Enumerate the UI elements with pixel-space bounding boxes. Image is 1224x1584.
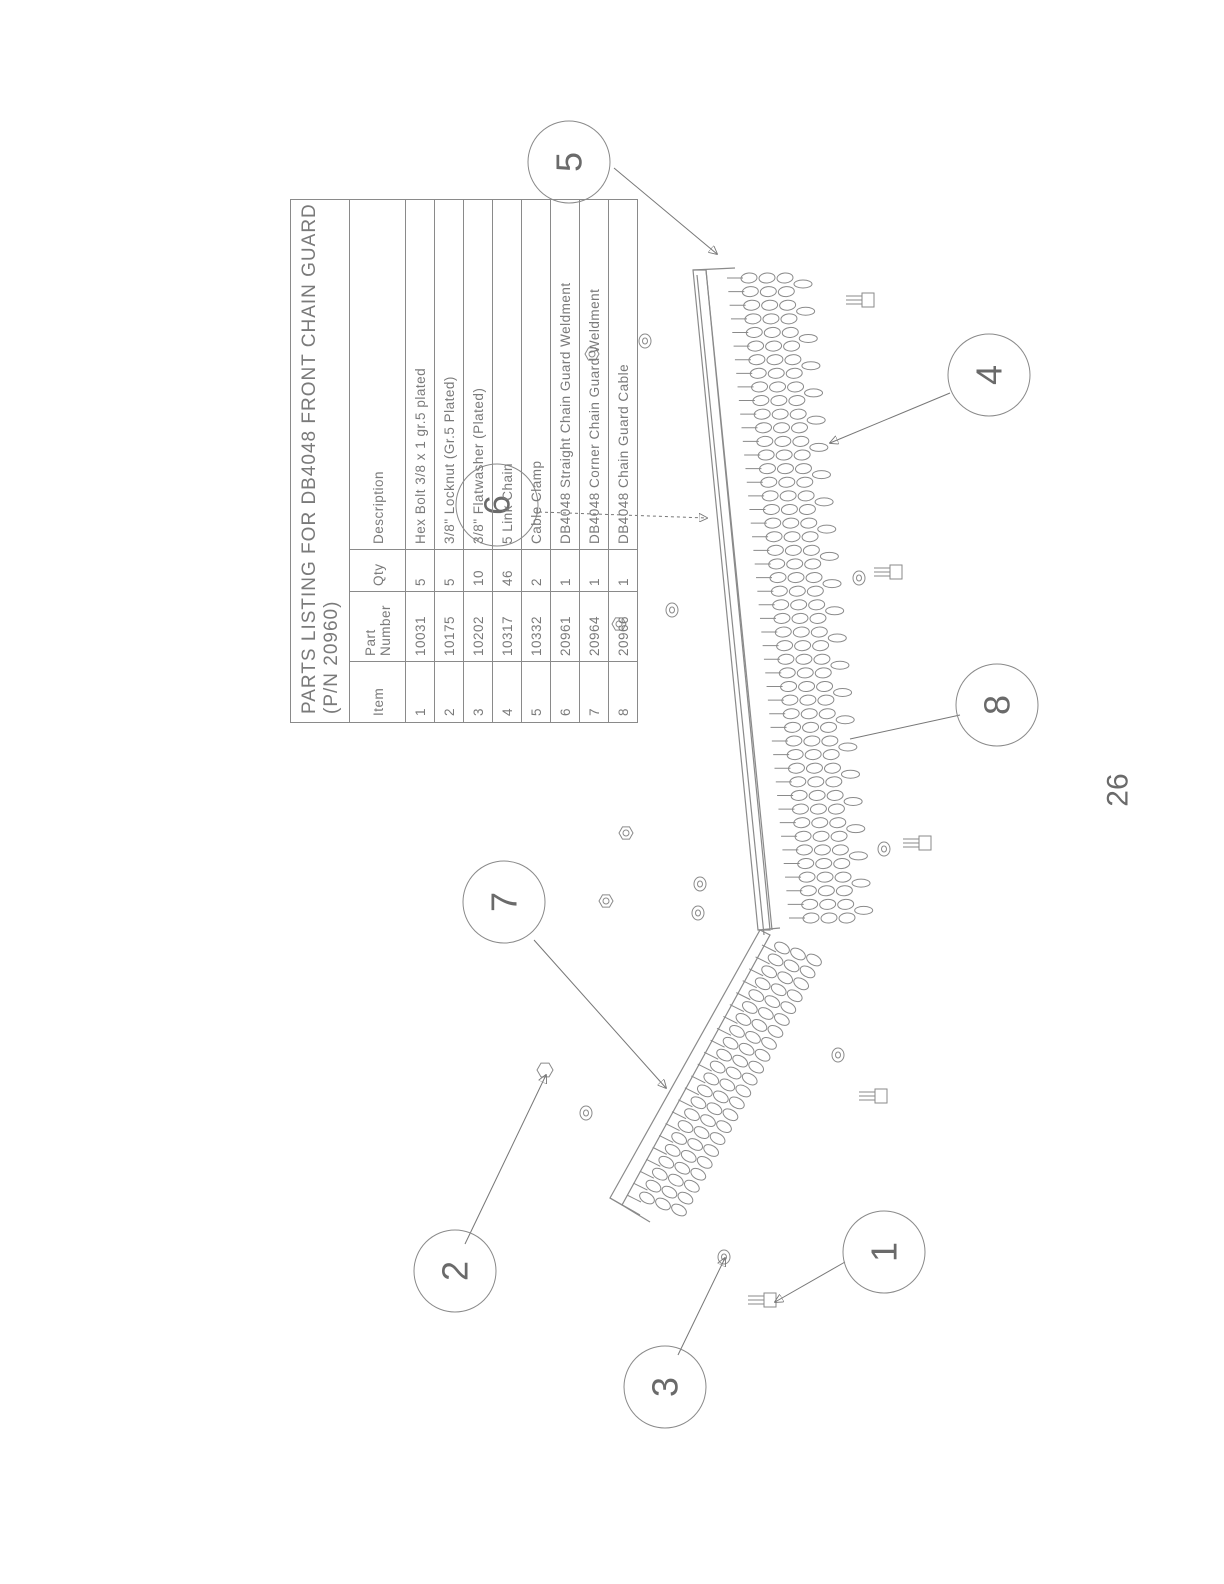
svg-text:4: 4 [969,365,1010,385]
svg-text:6: 6 [477,495,518,515]
svg-text:3: 3 [645,1377,686,1397]
svg-text:7: 7 [484,892,525,912]
callout-3: 3 [623,1345,707,1429]
leader-lines [464,167,961,1356]
straight-chain-guard-weldment [692,267,781,936]
callout-6: 6 [455,463,539,547]
svg-text:2: 2 [435,1261,476,1281]
callout-8: 8 [955,663,1039,747]
corner-chain-guard-weldment [609,929,771,1223]
callout-4: 4 [947,333,1031,417]
svg-text:5: 5 [549,152,590,172]
callout-1: 1 [842,1210,926,1294]
five-link-chain [626,272,874,1217]
page-number: 26 [1102,773,1135,806]
svg-text:8: 8 [977,695,1018,715]
callout-7: 7 [462,860,546,944]
svg-text:1: 1 [864,1242,905,1262]
callout-2: 2 [413,1229,497,1313]
hardware-parts [536,292,932,1308]
callout-5: 5 [527,120,611,204]
